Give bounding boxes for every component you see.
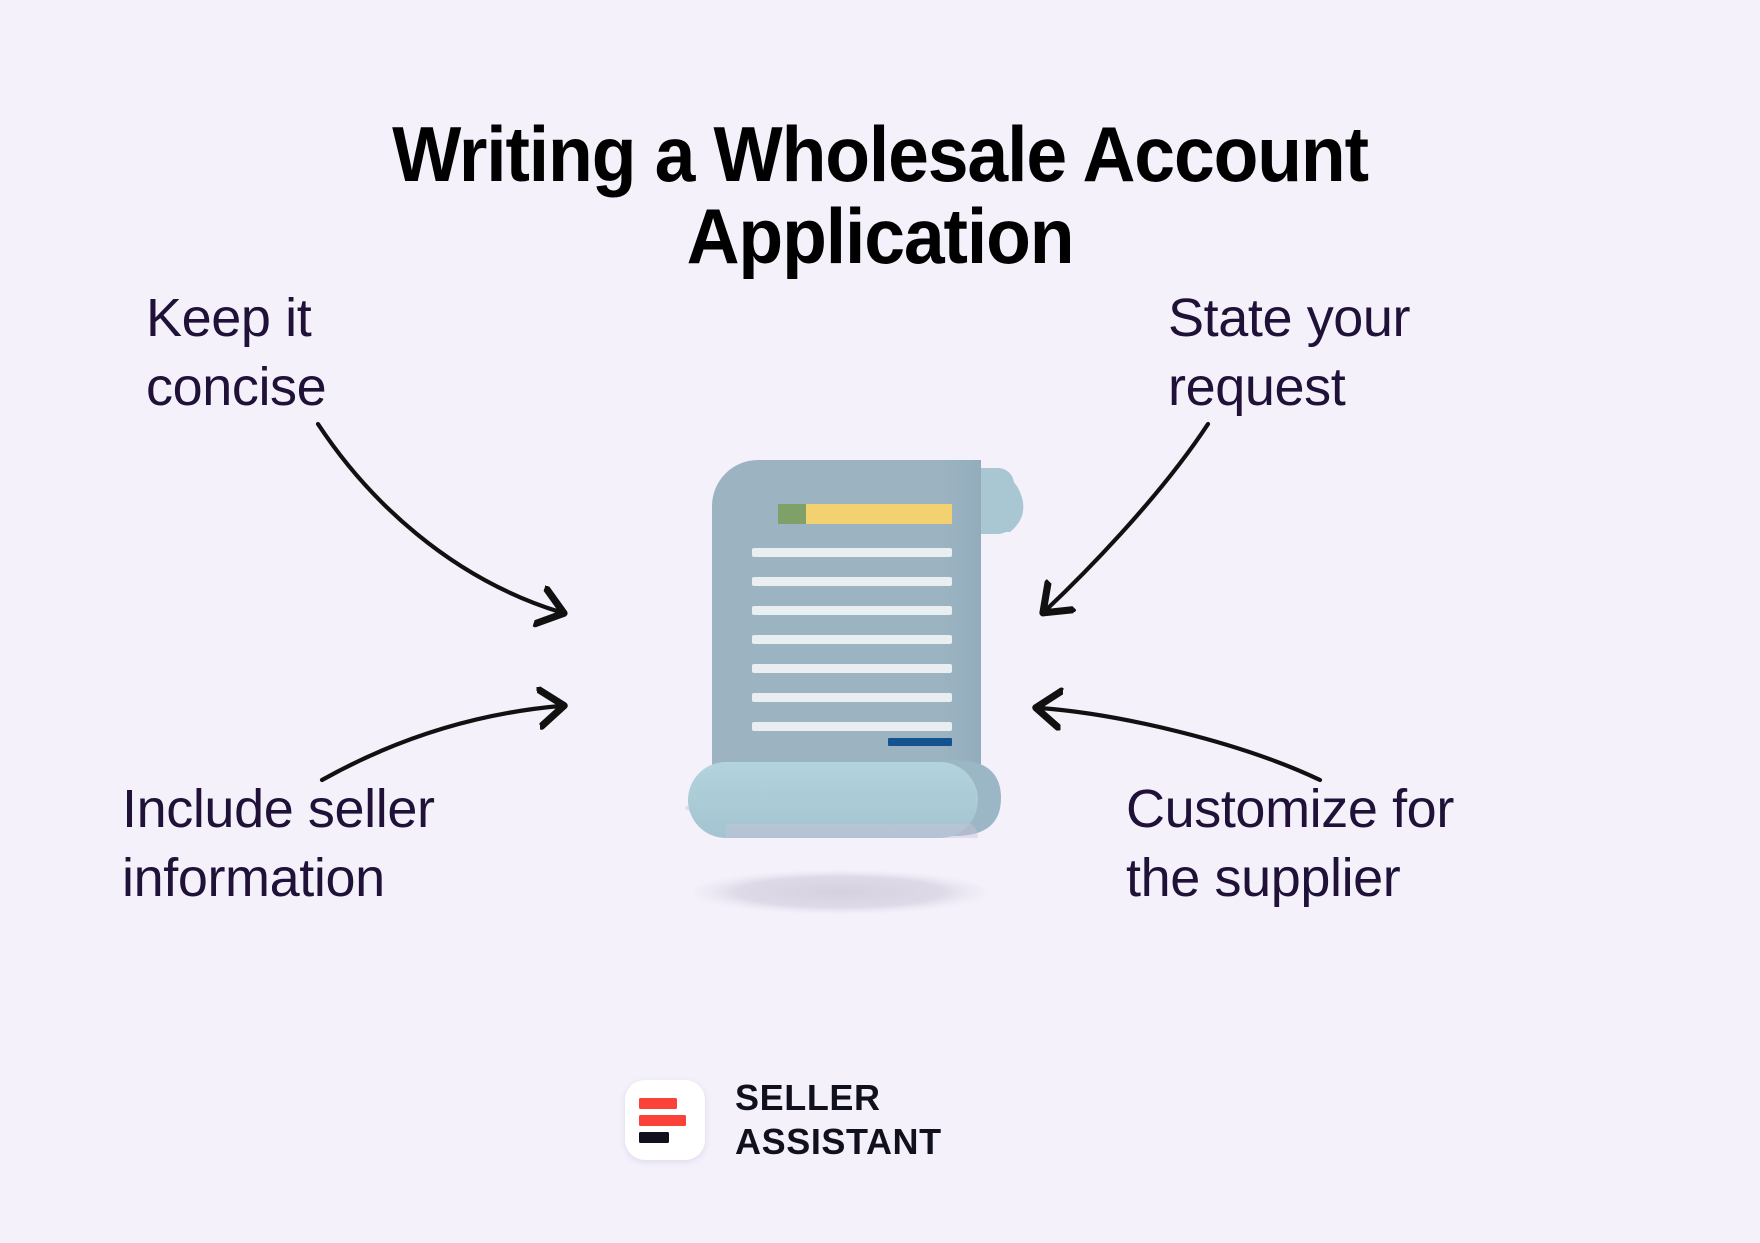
callout-keep-it-concise: Keep it concise bbox=[146, 288, 327, 418]
doc-text-line bbox=[752, 664, 952, 673]
doc-signature-line bbox=[888, 738, 952, 746]
doc-text-line bbox=[752, 548, 952, 557]
page-title: Writing a Wholesale Account Application bbox=[269, 113, 1491, 281]
doc-text-line bbox=[752, 606, 952, 615]
page-title-line-2: Application bbox=[686, 192, 1075, 281]
doc-text-line bbox=[752, 577, 952, 586]
logo-bar-red-middle bbox=[639, 1114, 686, 1126]
arrow-top-left bbox=[315, 421, 560, 612]
scroll-bottom-roll bbox=[688, 762, 978, 838]
doc-header-bar-yellow bbox=[806, 504, 952, 524]
scroll-right-curl-panel bbox=[962, 468, 1014, 534]
callout-include-seller-info: Include seller information bbox=[122, 779, 435, 909]
scroll-body bbox=[712, 460, 981, 790]
logo-bar-black bbox=[639, 1131, 669, 1143]
page-title-line-1: Writing a Wholesale Account bbox=[392, 110, 1369, 199]
seller-assistant-logo: SELLER ASSISTANT bbox=[625, 1060, 1145, 1180]
scroll-top-right-curl bbox=[975, 469, 1024, 532]
doc-text-line bbox=[752, 722, 952, 731]
arrow-bottom-right bbox=[1040, 708, 1323, 783]
doc-text-lines bbox=[752, 548, 952, 731]
doc-text-line bbox=[752, 693, 952, 702]
seller-assistant-logo-mark bbox=[625, 1080, 705, 1160]
doc-text-line bbox=[752, 635, 952, 644]
scroll-document-illustration bbox=[688, 460, 1024, 838]
ground-shadow-ellipse bbox=[692, 870, 988, 914]
doc-header-accent-green bbox=[778, 504, 806, 524]
logo-bar-red-top bbox=[639, 1097, 677, 1109]
logo-wordmark-line-1: SELLER bbox=[735, 1077, 881, 1119]
scroll-right-edge-roll bbox=[909, 760, 1001, 836]
arrow-bottom-left bbox=[319, 706, 560, 783]
arrow-top-right bbox=[1046, 421, 1211, 610]
scroll-bottom-roll-shadow bbox=[726, 824, 978, 838]
logo-wordmark-line-2: ASSISTANT bbox=[735, 1121, 942, 1162]
logo-wordmark: SELLER ASSISTANT bbox=[735, 1076, 942, 1164]
callout-state-your-request: State your request bbox=[1168, 288, 1411, 418]
callout-customize-for-supplier: Customize for the supplier bbox=[1126, 779, 1454, 909]
roll-drop-shadow bbox=[685, 796, 995, 820]
